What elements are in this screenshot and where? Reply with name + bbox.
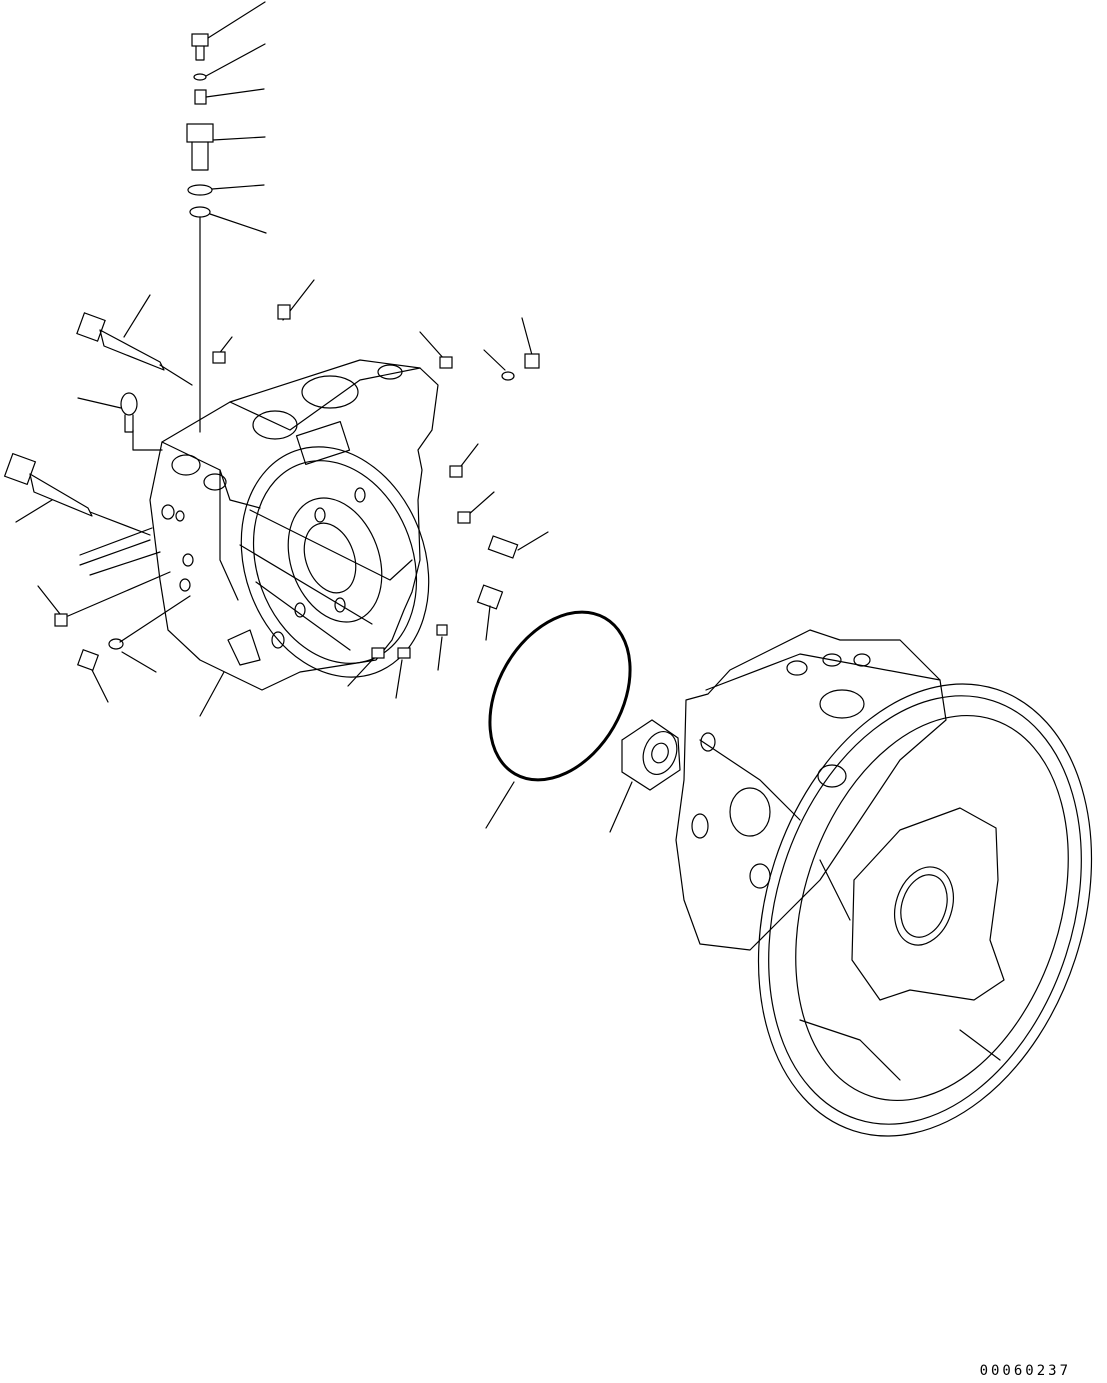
coupling <box>609 719 681 833</box>
large-o-ring <box>485 610 632 829</box>
relief-valve <box>186 123 266 171</box>
top-o-ring-small <box>193 43 266 81</box>
long-bolt-upper <box>76 294 193 386</box>
o-ring-medium <box>187 184 265 196</box>
eye-bolt <box>77 392 163 451</box>
pump-head-housing <box>79 359 439 691</box>
top-bolt <box>191 1 266 61</box>
drawing-reference-number: 00060237 <box>979 1363 1071 1379</box>
o-ring-lower <box>189 206 267 433</box>
pump-mounting-flange <box>757 683 1093 1137</box>
long-bolt-lower <box>3 452 151 536</box>
head-leader-lines <box>37 279 549 717</box>
pump-head-flange <box>240 446 430 678</box>
main-pump-assembly <box>675 629 947 951</box>
plug-fitting <box>194 88 265 105</box>
